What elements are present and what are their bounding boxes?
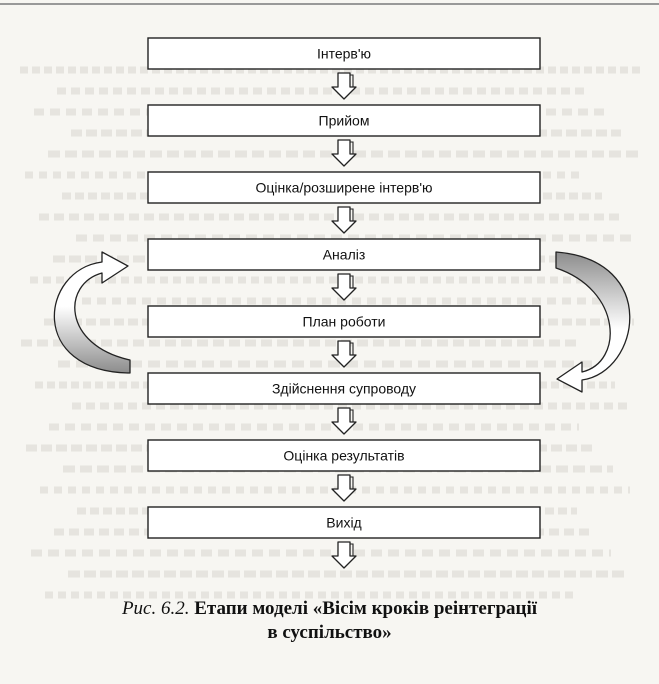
step-box-5 — [147, 305, 541, 338]
caption-title-line2: в суспільство» — [267, 622, 392, 643]
step-label-2: Прийом — [319, 113, 370, 129]
down-arrow-6 — [331, 407, 357, 435]
down-arrow-4 — [331, 273, 357, 301]
step-box-7 — [147, 439, 541, 472]
down-arrow-shadow-6 — [350, 409, 354, 422]
step-label-8: Вихід — [326, 515, 361, 531]
step-label-3: Оцінка/розширене інтерв'ю — [255, 180, 432, 196]
figure-caption: Рис. 6.2. Етапи моделі «Вісім кроків реі… — [0, 597, 659, 645]
down-arrow-shadow-7 — [350, 476, 354, 489]
down-arrow-shadow-3 — [350, 208, 354, 221]
step-box-8 — [147, 506, 541, 539]
step-label-5: План роботи — [303, 314, 386, 330]
down-arrow-3 — [331, 206, 357, 234]
down-arrow-shadow-1 — [350, 74, 354, 87]
step-box-3 — [147, 171, 541, 204]
down-arrow-5 — [331, 340, 357, 368]
step-box-6 — [147, 372, 541, 405]
down-arrow-shadow-5 — [350, 342, 354, 355]
step-label-1: Інтерв'ю — [317, 46, 371, 62]
step-box-4 — [147, 238, 541, 271]
caption-title-line1: Етапи моделі «Вісім кроків реінтеграції — [194, 598, 538, 619]
step-box-1 — [147, 37, 541, 70]
step-label-6: Здійснення супроводу — [272, 381, 416, 397]
down-arrow-2 — [331, 139, 357, 167]
right-loop-arrow — [555, 251, 631, 393]
step-label-4: Аналіз — [323, 247, 366, 263]
down-arrow-shadow-2 — [350, 141, 354, 154]
down-arrow-shadow-4 — [350, 275, 354, 288]
left-loop-arrow — [53, 251, 131, 374]
down-arrow-7 — [331, 474, 357, 502]
step-label-7: Оцінка результатів — [283, 448, 404, 464]
down-arrow-1 — [331, 72, 357, 100]
step-box-2 — [147, 104, 541, 137]
down-arrow-shadow-8 — [350, 543, 354, 556]
caption-prefix: Рис. 6.2. — [121, 598, 190, 619]
down-arrow-8 — [331, 541, 357, 569]
